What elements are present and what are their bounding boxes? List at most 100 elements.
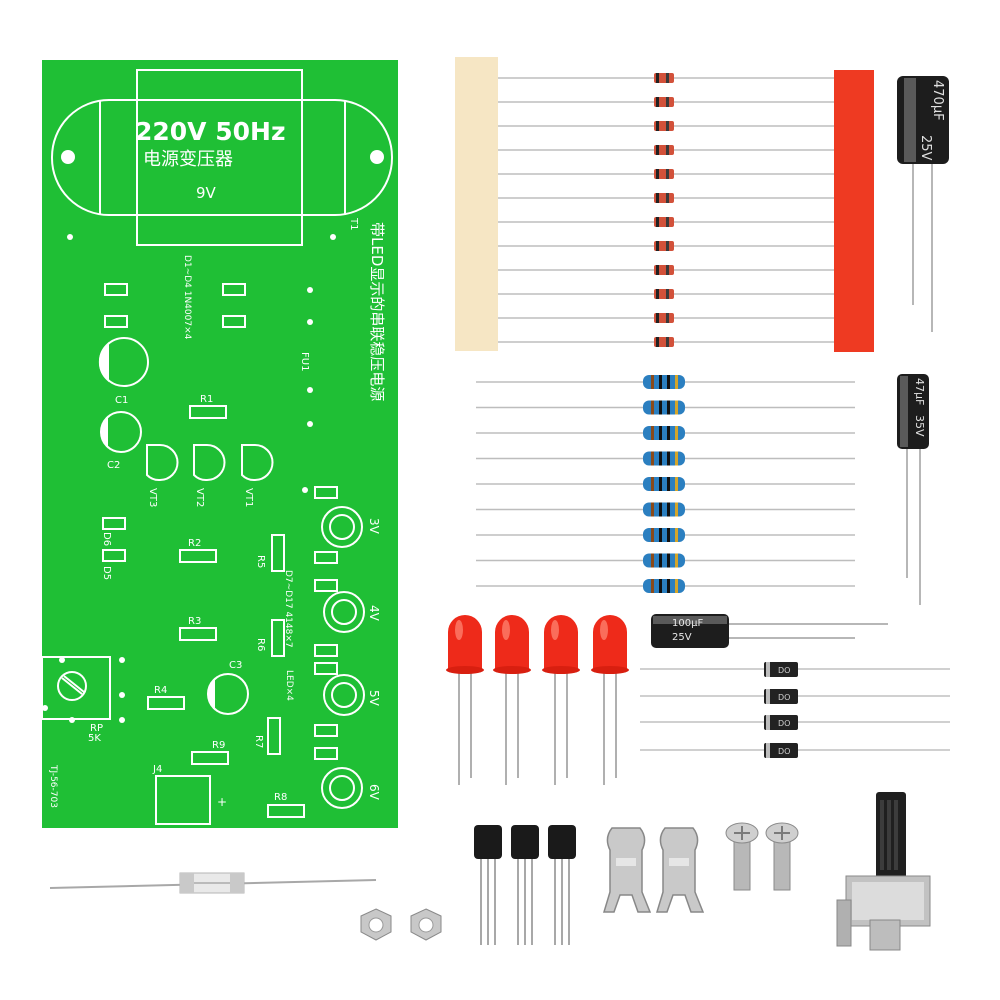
r9-label: R9 — [212, 740, 225, 751]
diode-rows — [498, 73, 834, 347]
vt2-label: VT2 — [194, 488, 205, 507]
taped-diode — [498, 217, 834, 227]
rectifier-diode: DO — [640, 743, 950, 758]
c1-label: C1 — [115, 395, 128, 406]
c3-label: C3 — [229, 660, 242, 671]
out-4v-label: 4V — [367, 605, 381, 622]
potentiometer-footprint — [41, 656, 111, 720]
r2-label: R2 — [188, 538, 201, 549]
rectifier-diode: DO — [640, 715, 950, 730]
taped-resistor — [476, 553, 855, 568]
solder-pads — [42, 234, 336, 723]
r3-label: R3 — [188, 616, 201, 627]
r8-label: R8 — [274, 792, 287, 803]
taped-diode — [498, 121, 834, 131]
transistor-footprints — [146, 444, 274, 482]
red-tape — [834, 70, 874, 352]
c2-label: C2 — [107, 460, 120, 471]
rectifier-label: DO — [778, 693, 790, 702]
led-footprints — [321, 506, 365, 809]
taped-resistor — [476, 375, 855, 389]
d6-label: D6 — [101, 532, 112, 546]
capacitor-100uf: 100μF 25V — [651, 614, 888, 648]
red-led — [542, 615, 580, 785]
taped-diode — [498, 169, 834, 179]
hex-nuts — [360, 908, 442, 941]
rectifier-diodes: DO DO DO DO — [640, 662, 950, 758]
board-title-label: 带LED显示的串联稳压电源 — [368, 222, 386, 401]
r5-label: R5 — [255, 555, 266, 568]
taped-resistor — [476, 502, 855, 517]
capacitor-470uf: 470μF 25V — [897, 76, 949, 332]
diode-footprints — [102, 283, 338, 760]
taped-diode — [498, 73, 834, 83]
r6-label: R6 — [255, 638, 266, 651]
transformer-footprint — [51, 69, 393, 246]
mount-hole-right — [370, 150, 384, 164]
resistor-footprints — [147, 405, 305, 818]
screws — [725, 822, 799, 891]
t1-label: T1 — [348, 217, 359, 230]
cap-470-value-label: 470μF — [930, 80, 945, 121]
rp-value-label: 5K — [88, 733, 101, 744]
taped-resistor — [476, 477, 855, 491]
capacitor-footprints — [98, 337, 249, 715]
taped-diode-strip — [455, 57, 874, 352]
r4-label: R4 — [154, 685, 167, 696]
red-led — [591, 615, 629, 785]
r7-label: R7 — [253, 735, 264, 748]
cap-100-voltage-label: 25V — [672, 632, 692, 643]
diode-note-label: D1~D4 1N4007×4 — [182, 255, 192, 340]
out-3v-label: 3V — [367, 518, 381, 535]
hex-nut — [360, 908, 392, 941]
fuse-clips — [602, 827, 705, 913]
taped-resistor — [476, 400, 855, 415]
glass-fuse — [49, 872, 377, 894]
red-leds — [446, 615, 629, 785]
transistor — [548, 825, 576, 945]
beige-tape — [455, 57, 498, 351]
cap-47-value-label: 47μF — [913, 378, 926, 405]
screw — [765, 822, 799, 891]
out-5v-label: 5V — [367, 690, 381, 707]
rectifier-label: DO — [778, 747, 790, 756]
j4-footprint — [155, 775, 211, 825]
taped-diode — [498, 145, 834, 155]
vt1-label: VT1 — [243, 488, 254, 507]
j4-label: J4 — [152, 764, 162, 775]
taped-resistor — [476, 426, 855, 440]
rectifier-label: DO — [778, 719, 790, 728]
taped-resistor — [476, 579, 855, 593]
taped-diode — [498, 313, 834, 323]
fuse-clip — [655, 827, 705, 913]
mount-hole-left — [61, 150, 75, 164]
rectifier-diode: DO — [640, 689, 950, 704]
screw — [725, 822, 759, 891]
capacitor-47uf: 47μF 35V — [897, 374, 929, 605]
out-6v-label: 6V — [367, 784, 381, 801]
rectifier-label: DO — [778, 666, 790, 675]
taped-resistor — [476, 528, 855, 542]
d7-note-label: D7~D17 4148×7 — [283, 570, 293, 648]
transistor — [511, 825, 539, 945]
j4-plus-label: + — [217, 795, 227, 809]
pcb-substrate — [42, 60, 398, 828]
red-led — [493, 615, 531, 785]
pcb-board: 220V 50Hz 电源变压器 9V T1 带LED显示的串联稳压电源 D1~D… — [41, 60, 398, 828]
taped-diode — [498, 97, 834, 107]
rp-label: RP — [90, 723, 103, 734]
transformer-title-label: 电源变压器 — [143, 149, 233, 170]
vt3-label: VT3 — [147, 488, 158, 507]
model-label: TJ-56-703 — [48, 764, 58, 808]
cap-100-value-label: 100μF — [672, 618, 703, 629]
taped-diode — [498, 241, 834, 251]
taped-diode — [498, 265, 834, 275]
transistors — [474, 825, 576, 945]
taped-diode — [498, 337, 834, 347]
fuse-clip — [602, 827, 652, 913]
taped-diode — [498, 289, 834, 299]
potentiometer — [836, 792, 931, 951]
taped-resistor — [476, 451, 855, 466]
rectifier-diode: DO — [640, 662, 950, 677]
led-note-label: LED×4 — [284, 670, 294, 701]
